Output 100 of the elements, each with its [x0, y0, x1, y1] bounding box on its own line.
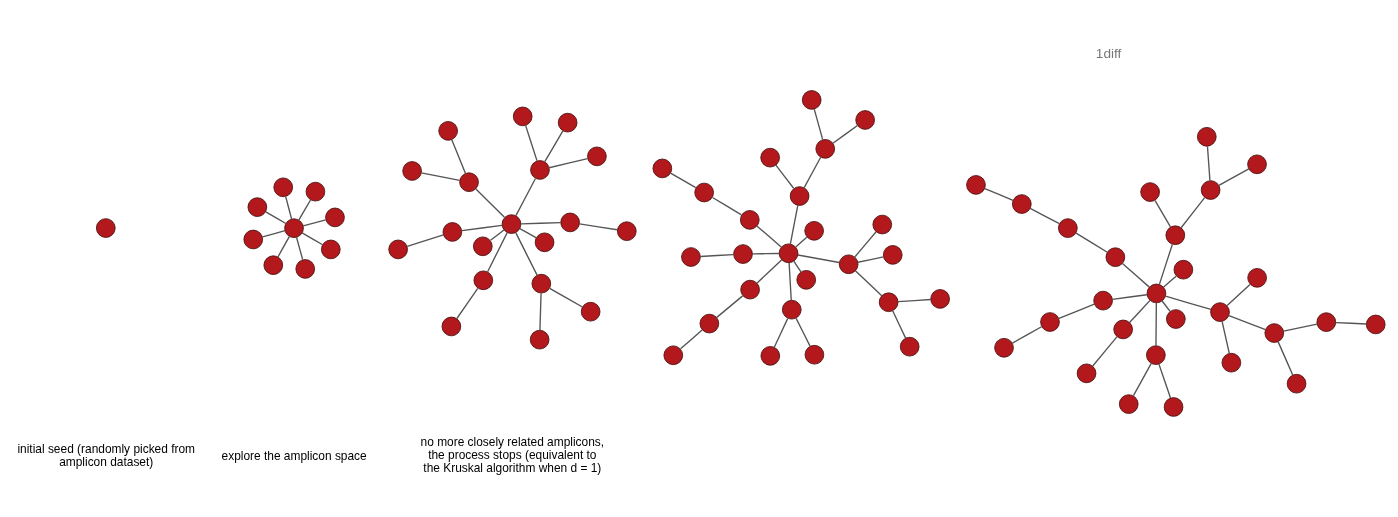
connector — [775, 163, 795, 189]
node-circle — [778, 243, 799, 263]
node-circle — [438, 120, 458, 141]
node-circle — [804, 220, 824, 241]
node-circle — [1173, 259, 1194, 279]
connector — [1162, 274, 1177, 288]
connector — [1092, 335, 1118, 367]
connector — [711, 196, 743, 216]
connector — [1218, 167, 1250, 186]
label: no more closely related amplicons, the process stops (equivalent to the Kruskal algorithm when d = 1) — [420, 434, 605, 475]
node-circle — [801, 89, 822, 110]
connector — [789, 204, 799, 245]
connector — [456, 287, 479, 319]
connector — [1161, 299, 1171, 312]
node-circle — [325, 207, 345, 227]
node-circle — [473, 270, 494, 290]
node-circle — [295, 258, 316, 279]
node-circle — [243, 229, 264, 249]
connector — [1335, 321, 1367, 325]
connector — [295, 236, 304, 260]
node-circle — [1221, 352, 1242, 372]
node-circle — [694, 182, 714, 202]
node-circle — [1247, 267, 1267, 288]
node-circle — [442, 221, 463, 242]
node-circle — [872, 214, 893, 234]
node-circle — [652, 158, 673, 178]
node-circle — [1058, 217, 1078, 238]
connector — [699, 253, 735, 257]
connector — [892, 309, 907, 339]
connector — [544, 129, 564, 162]
connector — [302, 218, 327, 226]
node-circle — [733, 243, 753, 264]
node-circle — [441, 316, 462, 336]
node-circle — [1200, 179, 1221, 200]
node-circle — [966, 174, 986, 195]
node-circle — [1140, 181, 1160, 202]
node-circle — [1076, 363, 1097, 383]
node-circle — [838, 253, 859, 274]
node-circle — [402, 160, 422, 181]
connector — [1154, 199, 1172, 228]
connector — [773, 317, 789, 348]
node-circle — [557, 112, 578, 132]
connector — [813, 107, 824, 140]
connector — [1180, 196, 1206, 228]
node-circle — [1210, 301, 1230, 322]
node-circle — [740, 209, 760, 230]
connector — [1121, 262, 1150, 288]
node-circle — [740, 279, 760, 299]
connector — [1075, 232, 1108, 253]
node-circle — [1166, 308, 1186, 329]
connector — [520, 221, 562, 224]
node-circle — [473, 236, 493, 256]
node-circle — [994, 337, 1014, 358]
node-circle — [796, 269, 817, 290]
node-circle — [1105, 246, 1126, 267]
node-circle — [587, 146, 607, 166]
node-circle — [459, 171, 479, 192]
connector — [578, 222, 618, 230]
connector — [897, 298, 932, 302]
node-circle — [530, 159, 550, 180]
node-circle — [760, 147, 780, 167]
node-circle — [560, 212, 580, 232]
connector — [515, 177, 537, 216]
connector — [857, 255, 885, 263]
node-circle — [263, 254, 284, 275]
node-circle — [681, 246, 701, 267]
connector — [406, 233, 445, 247]
connector — [519, 227, 537, 238]
node-circle — [1316, 311, 1337, 332]
connector — [1228, 314, 1267, 330]
connector — [1058, 302, 1095, 319]
connector — [461, 224, 503, 231]
connector — [1277, 340, 1294, 376]
node-circle — [1247, 154, 1267, 174]
connector — [1164, 294, 1212, 310]
connector — [277, 235, 291, 258]
connector — [1226, 283, 1251, 306]
connector — [679, 328, 703, 350]
node-circle — [1365, 314, 1386, 334]
connector — [793, 259, 802, 273]
connector — [788, 261, 792, 301]
connector — [265, 210, 287, 224]
node-circle — [96, 217, 116, 238]
node-circle — [1012, 193, 1032, 214]
connector — [832, 124, 859, 144]
connector — [984, 187, 1014, 201]
node-circle — [1286, 373, 1307, 393]
connector — [524, 124, 538, 162]
label: explore the amplicon space — [221, 448, 367, 463]
connector — [298, 198, 312, 221]
node-circle — [1163, 396, 1184, 417]
node-circle — [1197, 126, 1217, 147]
node-circle — [899, 336, 920, 356]
label: 1diff — [1095, 45, 1122, 61]
node-circle — [882, 244, 903, 265]
connector — [548, 157, 589, 168]
node-circle — [815, 138, 836, 159]
node-circle — [534, 232, 555, 252]
connector — [301, 231, 324, 245]
node-circle — [321, 239, 341, 259]
